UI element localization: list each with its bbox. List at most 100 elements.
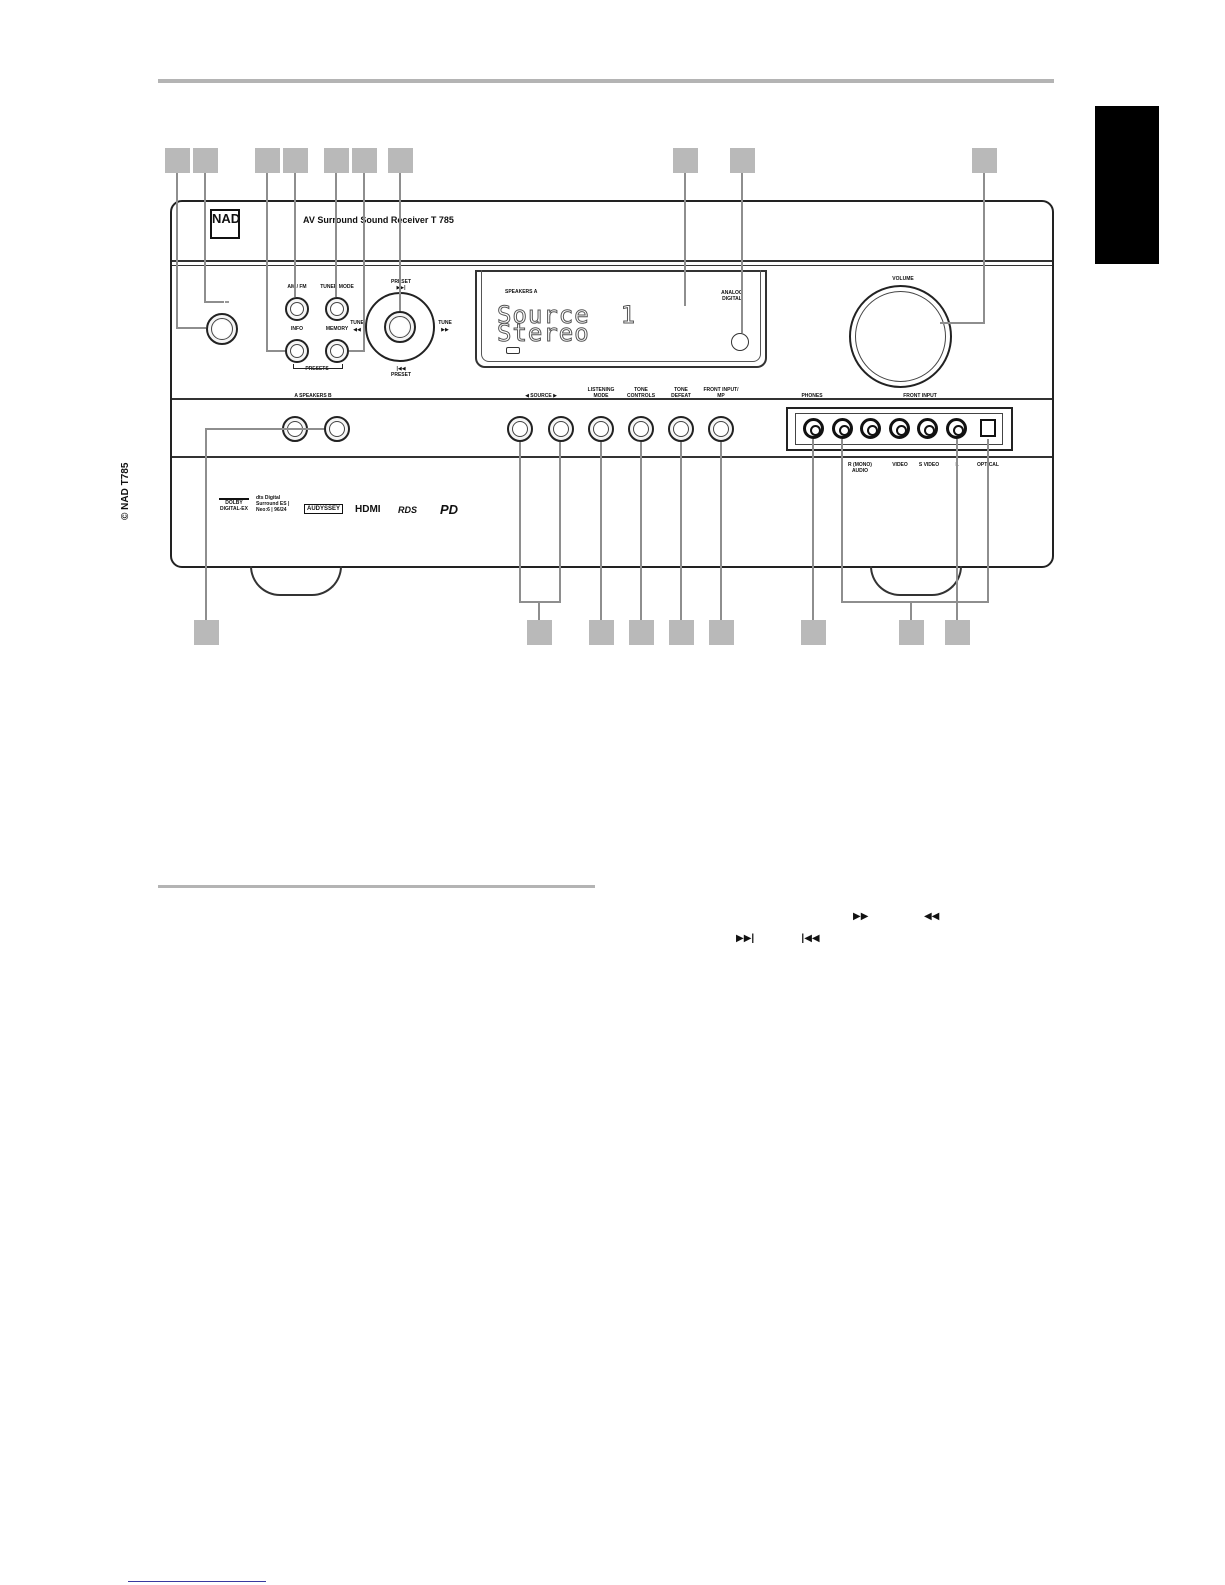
dolby-logo: DOLBY DIGITAL-EX [219, 498, 249, 512]
leader-line [176, 173, 206, 329]
callout-marker [730, 148, 755, 173]
r-mono-label: R (MONO) [848, 462, 872, 468]
video-jack[interactable] [860, 418, 881, 439]
s-video-jack-alt[interactable] [917, 418, 938, 439]
callout-marker [629, 620, 654, 645]
display-input-mode: ANALOG DIGITAL [721, 290, 743, 302]
standby-led [225, 301, 229, 303]
front-input-panel-inner [795, 413, 1003, 445]
front-input-mp-button[interactable] [708, 416, 734, 442]
callout-marker [972, 148, 997, 173]
audio-r-jack[interactable] [832, 418, 853, 439]
callout-marker [165, 148, 190, 173]
audyssey-logo: AUDYSSEY [304, 504, 344, 514]
language-tab [1095, 106, 1159, 264]
tuning-dial-center[interactable] [384, 311, 416, 343]
callout-marker [388, 148, 413, 173]
s-video-jack[interactable] [889, 418, 910, 439]
transport-symbols-line-1: ▶▶ ◀◀ [853, 911, 940, 922]
listening-mode-label: LISTENING MODE [587, 387, 615, 399]
tune-left-arrows: ◀◀ [353, 327, 361, 333]
tune-right-arrows: ▶▶ [441, 327, 449, 333]
ir-sensor [731, 333, 749, 351]
listening-mode-button[interactable] [588, 416, 614, 442]
front-display-inner [481, 270, 761, 362]
section-rule [158, 885, 595, 888]
front-input-mp-label: FRONT INPUT/ MP [703, 387, 739, 399]
am-fm-button[interactable] [285, 297, 309, 321]
leader-line [519, 442, 561, 620]
leader-line [205, 428, 324, 620]
leader-line [940, 173, 985, 324]
tone-defeat-label: TONE DEFEAT [671, 387, 691, 399]
hdmi-logo: HDMI [355, 504, 381, 515]
tone-controls-label: TONE CONTROLS [626, 387, 656, 399]
tone-defeat-button[interactable] [668, 416, 694, 442]
callout-marker [709, 620, 734, 645]
transport-symbols-line-2: ▶▶| |◀◀ [736, 933, 820, 944]
source-down-button[interactable] [507, 416, 533, 442]
callout-marker [527, 620, 552, 645]
audio-label: AUDIO [851, 468, 869, 474]
display-line-1: Source 1 [496, 301, 637, 329]
display-hdmi-icon [506, 347, 520, 354]
top-rule [158, 79, 1054, 83]
optical-jack[interactable] [980, 419, 996, 437]
leader-line [841, 439, 989, 620]
preset-down-label: PRESET [390, 372, 412, 378]
tone-controls-button[interactable] [628, 416, 654, 442]
video-label: VIDEO [892, 462, 908, 468]
info-button[interactable] [285, 339, 309, 363]
callout-marker [945, 620, 970, 645]
display-line-2: Stereo [497, 319, 590, 347]
display-speakers-indicator: SPEAKERS A [505, 289, 538, 295]
leader-lines [176, 173, 989, 620]
callout-marker [194, 620, 219, 645]
callout-marker [801, 620, 826, 645]
memory-label: MEMORY [325, 326, 349, 332]
tune-left-label: TUNE [350, 320, 364, 326]
source-label: ◀ SOURCE ▶ [525, 393, 557, 399]
speakers-b-button[interactable] [324, 416, 350, 442]
dts-logo: dts Digital Surround ES | Neo:6 | 96/24 [256, 495, 290, 513]
presets-bracket [293, 364, 343, 369]
memory-button[interactable] [325, 339, 349, 363]
pd-logo: PD [440, 502, 459, 517]
rds-logo: RDS [398, 505, 418, 515]
callout-marker [589, 620, 614, 645]
power-button[interactable] [206, 313, 238, 345]
speakers-label: A SPEAKERS B [294, 393, 332, 399]
footer-link-underline[interactable] [128, 1581, 266, 1582]
callout-marker [673, 148, 698, 173]
tuner-mode-button[interactable] [325, 297, 349, 321]
info-label: INFO [291, 326, 303, 332]
leader-line [266, 173, 285, 352]
volume-knob-ring [855, 291, 946, 382]
callout-marker [283, 148, 308, 173]
tune-right-label: TUNE [438, 320, 452, 326]
s-video-label: S VIDEO [918, 462, 940, 468]
nad-logo: NAD [210, 209, 240, 239]
phones-jack[interactable] [803, 418, 824, 439]
callout-marker [193, 148, 218, 173]
panel-divider [172, 260, 1052, 262]
front-input-panel [786, 407, 1013, 451]
callout-marker [899, 620, 924, 645]
panel-divider [172, 265, 1052, 266]
panel-divider [172, 456, 1052, 458]
callout-marker [669, 620, 694, 645]
preset-down-arrows: |◀◀ [396, 366, 406, 372]
front-display [475, 270, 767, 368]
volume-label: VOLUME [892, 276, 914, 282]
leader-line [204, 173, 224, 303]
panel-divider [172, 398, 1052, 400]
am-fm-label: AM / FM [287, 284, 307, 290]
source-up-button[interactable] [548, 416, 574, 442]
model-title: AV Surround Sound Receiver T 785 [303, 215, 454, 225]
presets-label: PRESETS [305, 366, 329, 372]
phones-label: PHONES [801, 393, 823, 399]
callout-marker [255, 148, 280, 173]
front-input-label: FRONT INPUT [903, 393, 937, 399]
audio-l-jack[interactable] [946, 418, 967, 439]
leader-line [349, 173, 365, 352]
